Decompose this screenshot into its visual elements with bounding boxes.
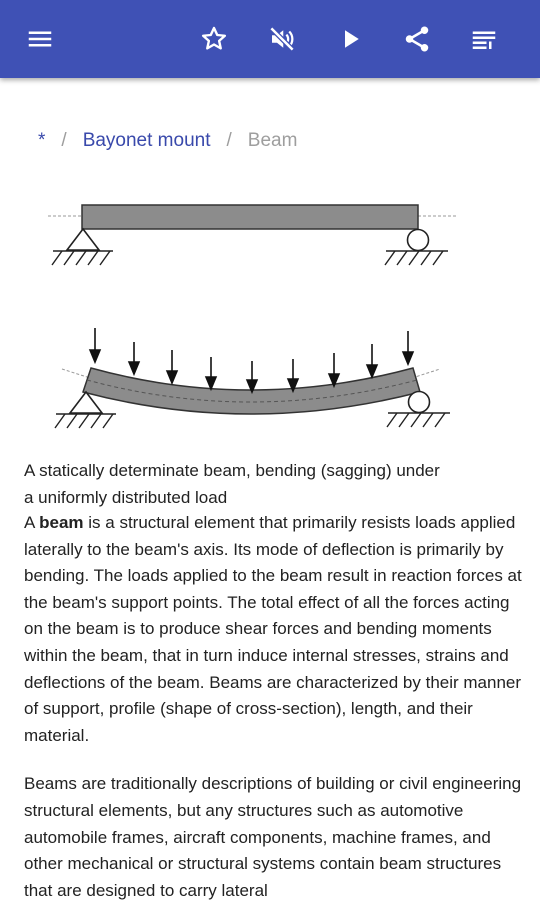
volume-off-icon <box>269 26 295 52</box>
term-beam: beam <box>39 513 84 532</box>
play-icon <box>345 30 359 48</box>
mute-button[interactable] <box>262 19 302 59</box>
menu-button[interactable] <box>20 19 60 59</box>
caption-line: a uniformly distributed load <box>24 488 228 507</box>
article-paragraph: Beams are traditionally descriptions of … <box>24 774 522 900</box>
unloaded-beam <box>48 204 458 266</box>
beam-diagram <box>48 204 458 429</box>
caption-line: A statically determinate beam, bending (… <box>24 461 440 480</box>
share-icon <box>405 26 429 52</box>
loaded-beam <box>54 328 450 429</box>
playlist-button[interactable] <box>464 19 504 59</box>
article-paragraph: A beam is a structural element that prim… <box>24 510 524 749</box>
breadcrumb-current: Beam <box>247 130 298 151</box>
paragraph-text: A <box>24 513 40 532</box>
breadcrumb-separator: / <box>226 130 232 151</box>
hamburger-menu-icon <box>28 31 52 47</box>
breadcrumb-separator: / <box>61 130 67 151</box>
figure-caption: A statically determinate beam, bending (… <box>24 457 524 511</box>
breadcrumb-parent-link[interactable]: Bayonet mount <box>82 130 211 151</box>
paragraph-text: is a structural element that primarily r… <box>24 513 522 745</box>
article-body: A beam is a structural element that prim… <box>24 510 524 904</box>
play-button[interactable] <box>330 19 370 59</box>
breadcrumb-root-link[interactable]: * <box>38 130 46 151</box>
app-bar <box>0 0 540 78</box>
star-outline-icon <box>201 26 227 50</box>
playlist-icon <box>472 31 496 49</box>
breadcrumb: * / Bayonet mount / Beam <box>38 128 297 154</box>
share-button[interactable] <box>397 19 437 59</box>
bookmark-button[interactable] <box>194 19 234 59</box>
